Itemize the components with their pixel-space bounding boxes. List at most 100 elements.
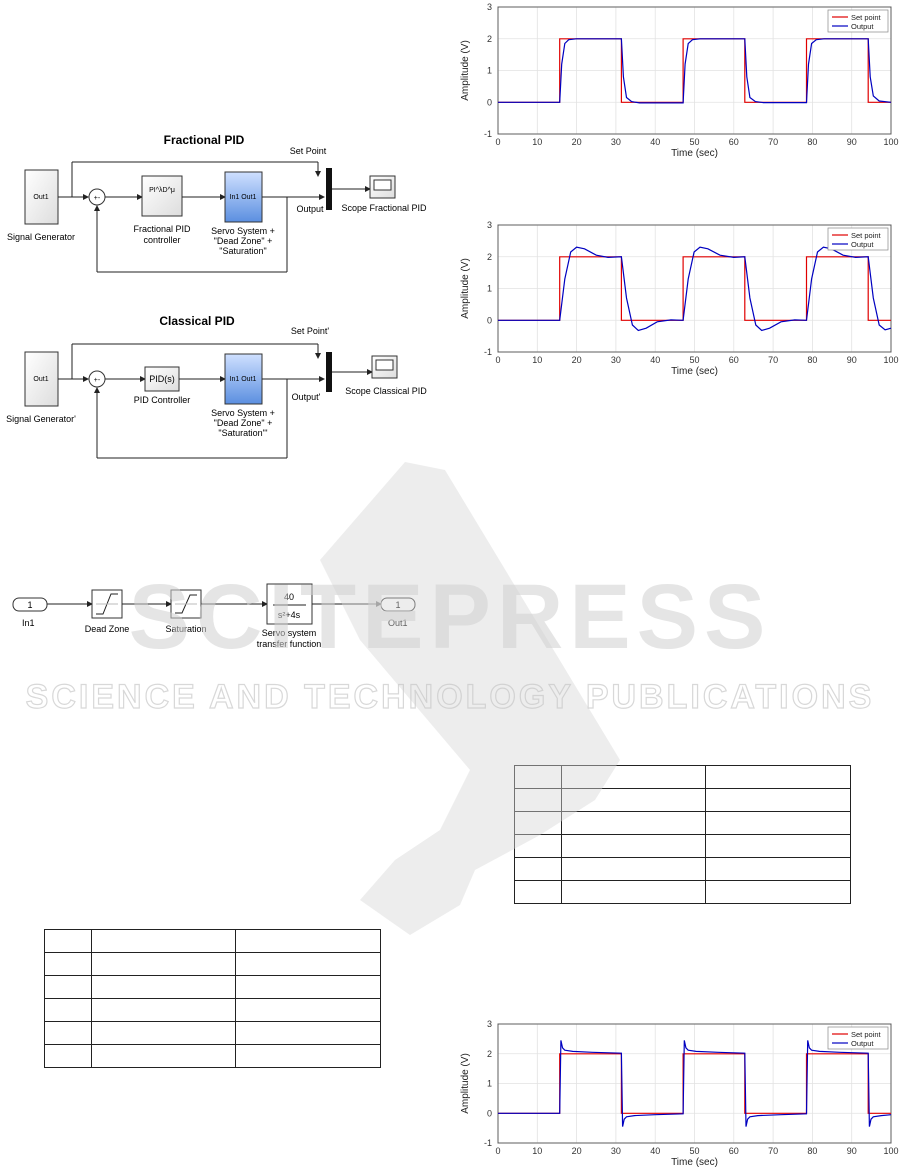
signal-generator-port: Out1 <box>33 194 48 201</box>
output-label-2: Output' <box>292 392 321 402</box>
y-tick-label: 2 <box>487 252 492 262</box>
signal-generator-label-2: Signal Generator' <box>6 414 76 424</box>
x-tick-label: 50 <box>689 1146 699 1156</box>
pid-controller-label: PID Controller <box>134 395 191 405</box>
servo-system-ports-2: In1 Out1 <box>230 376 257 383</box>
y-tick-label: 0 <box>487 97 492 107</box>
table-row <box>44 1044 381 1068</box>
legend-label: Set point <box>851 13 882 22</box>
x-tick-label: 40 <box>650 137 660 147</box>
watermark-title: SCITEPRESS <box>129 566 772 668</box>
y-axis-label: Amplitude (V) <box>460 40 471 101</box>
x-tick-label: 40 <box>650 1146 660 1156</box>
output-port <box>380 597 416 612</box>
scope-fractional-label: Scope Fractional PID <box>341 203 427 213</box>
x-tick-label: 10 <box>532 137 542 147</box>
x-tick-label: 70 <box>768 355 778 365</box>
fractional-pid-symbol: PI^λD^μ <box>149 187 175 194</box>
y-tick-label: 1 <box>487 284 492 294</box>
signal-generator-block-2 <box>24 351 59 407</box>
x-tick-label: 20 <box>572 355 582 365</box>
x-tick-label: 90 <box>847 355 857 365</box>
servo-label-1-2: Servo System + <box>211 408 275 418</box>
x-tick-label: 30 <box>611 137 621 147</box>
block-diagram-servo-subsystem: 1 In1 Dead Zone Saturation 40 s²+4s Serv… <box>12 583 416 649</box>
x-axis-label: Time (sec) <box>671 1157 718 1168</box>
transfer-function-label-1: Servo system <box>262 628 317 638</box>
y-tick-label: 1 <box>487 1079 492 1089</box>
parameter-table-left <box>44 929 381 1068</box>
y-tick-label: -1 <box>484 347 492 357</box>
watermark-subtitle: SCIENCE AND TECHNOLOGY PUBLICATIONS <box>26 678 875 716</box>
y-tick-label: 3 <box>487 2 492 12</box>
y-axis-label: Amplitude (V) <box>460 1053 471 1114</box>
mux-block-2 <box>326 352 332 392</box>
x-axis-label: Time (sec) <box>671 366 718 377</box>
x-tick-label: 90 <box>847 137 857 147</box>
y-tick-label: 3 <box>487 220 492 230</box>
signal-generator-port-2: Out1 <box>33 376 48 383</box>
transfer-function-denominator: s²+4s <box>278 610 301 620</box>
signal-generator-label: Signal Generator <box>7 232 75 242</box>
servo-label-2: "Dead Zone" + <box>214 236 273 246</box>
x-tick-label: 10 <box>532 355 542 365</box>
y-tick-label: 2 <box>487 1049 492 1059</box>
x-tick-label: 0 <box>495 137 500 147</box>
pid-controller-block <box>144 366 180 392</box>
series-line-output <box>498 246 892 332</box>
legend-label: Output <box>851 22 874 31</box>
y-tick-label: 0 <box>487 1108 492 1118</box>
legend-label: Output <box>851 1039 874 1048</box>
servo-label-2-2: "Dead Zone" + <box>214 418 273 428</box>
legend-label: Output <box>851 240 874 249</box>
fractional-pid-label-1: Fractional PID <box>133 224 191 234</box>
mux-block <box>326 168 332 210</box>
y-axis-label: Amplitude (V) <box>460 258 471 319</box>
classical-pid-title: Classical PID <box>159 314 235 328</box>
x-tick-label: 60 <box>729 355 739 365</box>
input-port-number: 1 <box>27 600 32 610</box>
x-tick-label: 0 <box>495 1146 500 1156</box>
x-tick-label: 80 <box>807 137 817 147</box>
transfer-function-numerator: 40 <box>284 592 294 602</box>
table-row <box>514 788 851 812</box>
output-port-number: 1 <box>395 600 400 610</box>
sum-signs-2: +- <box>94 377 101 384</box>
x-tick-label: 50 <box>689 137 699 147</box>
servo-system-ports: In1 Out1 <box>230 194 257 201</box>
servo-system-block-2 <box>224 353 263 405</box>
x-tick-label: 20 <box>572 1146 582 1156</box>
x-tick-label: 70 <box>768 137 778 147</box>
series-line-output <box>498 1040 892 1127</box>
output-port-label: Out1 <box>388 618 408 628</box>
fractional-pid-label-2: controller <box>143 235 180 245</box>
output-label: Output <box>296 204 324 214</box>
x-tick-label: 70 <box>768 1146 778 1156</box>
x-tick-label: 80 <box>807 355 817 365</box>
y-tick-label: 2 <box>487 34 492 44</box>
servo-system-block <box>224 171 263 223</box>
watermark-swoosh <box>320 462 620 935</box>
setpoint-label: Set Point <box>290 146 327 156</box>
table-row <box>514 765 851 789</box>
x-tick-label: 60 <box>729 137 739 147</box>
y-tick-label: 1 <box>487 66 492 76</box>
x-tick-label: 0 <box>495 355 500 365</box>
input-port-label: In1 <box>22 618 35 628</box>
x-tick-label: 80 <box>807 1146 817 1156</box>
table-row <box>44 952 381 976</box>
x-tick-label: 60 <box>729 1146 739 1156</box>
y-tick-label: -1 <box>484 129 492 139</box>
pid-controller-symbol: PID(s) <box>149 374 175 384</box>
x-tick-label: 20 <box>572 137 582 147</box>
x-tick-label: 100 <box>883 355 898 365</box>
table-row <box>514 834 851 858</box>
y-tick-label: 3 <box>487 1019 492 1029</box>
transfer-function-block <box>266 583 313 625</box>
servo-label-3-2: "Saturation"' <box>218 428 267 438</box>
x-tick-label: 50 <box>689 355 699 365</box>
table-row <box>514 880 851 904</box>
